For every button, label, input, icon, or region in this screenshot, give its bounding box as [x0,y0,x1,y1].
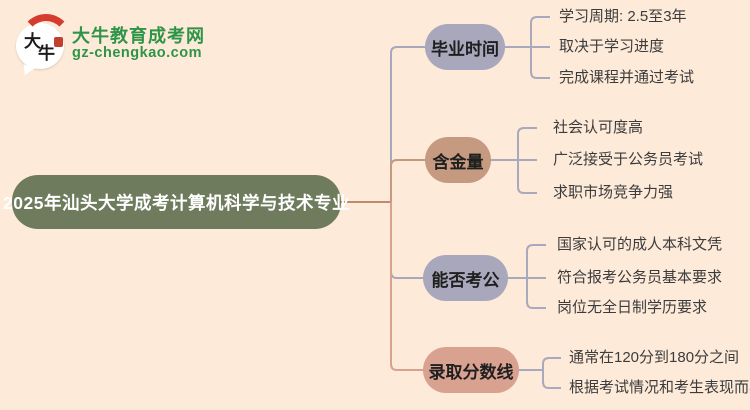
leaf-connector [530,16,550,47]
leaf-connector [542,357,561,370]
leaf-item: 符合报考公务员基本要求 [557,269,723,286]
logo-mark-char: 大 [24,32,41,51]
leaf-item: 根据考试情况和考生表现而异 [569,379,750,396]
site-logo[interactable]: 大 牛 大牛教育成考网 gz-chengkao.com [12,13,242,75]
branch-node-civil-service: 能否考公 [423,255,508,301]
root-topic-node: 2025年汕头大学成考计算机科学与技术专业 [3,175,349,229]
leaf-item: 岗位无全日制学历要求 [557,299,708,316]
leaf-item: 完成课程并通过考试 [559,69,695,86]
edge-branch-graduation [390,46,425,202]
leaf-connector [530,47,550,79]
edge-branch-value [390,159,425,202]
logo-red-arc-icon [20,14,72,66]
leaf-connector [526,278,546,309]
leaf-connector [526,244,546,278]
site-logo-icon: 大 牛 [14,14,72,73]
edge-branch-score [390,202,423,371]
branch-node-score-line: 录取分数线 [423,347,519,393]
edge-branch-civil [390,202,423,279]
leaf-item: 社会认可度高 [553,119,644,136]
logo-seal-icon [54,37,63,47]
leaf-connector [517,160,537,194]
site-url: gz-chengkao.com [72,45,202,61]
leaf-item: 广泛接受于公务员考试 [553,151,704,168]
leaf-item: 取决于学习进度 [559,38,665,55]
leaf-connector [542,370,561,389]
leaf-item: 求职市场竞争力强 [553,184,674,201]
site-name: 大牛教育成考网 [72,26,205,46]
leaf-item: 通常在120分到180分之间 [569,349,740,366]
branch-node-graduation-time: 毕业时间 [425,24,505,70]
leaf-item: 学习周期: 2.5至3年 [559,8,687,25]
branch-node-value: 含金量 [425,137,491,183]
logo-mark-char: 牛 [38,44,55,63]
leaf-item: 国家认可的成人本科文凭 [557,236,723,253]
leaf-connector [517,127,537,160]
